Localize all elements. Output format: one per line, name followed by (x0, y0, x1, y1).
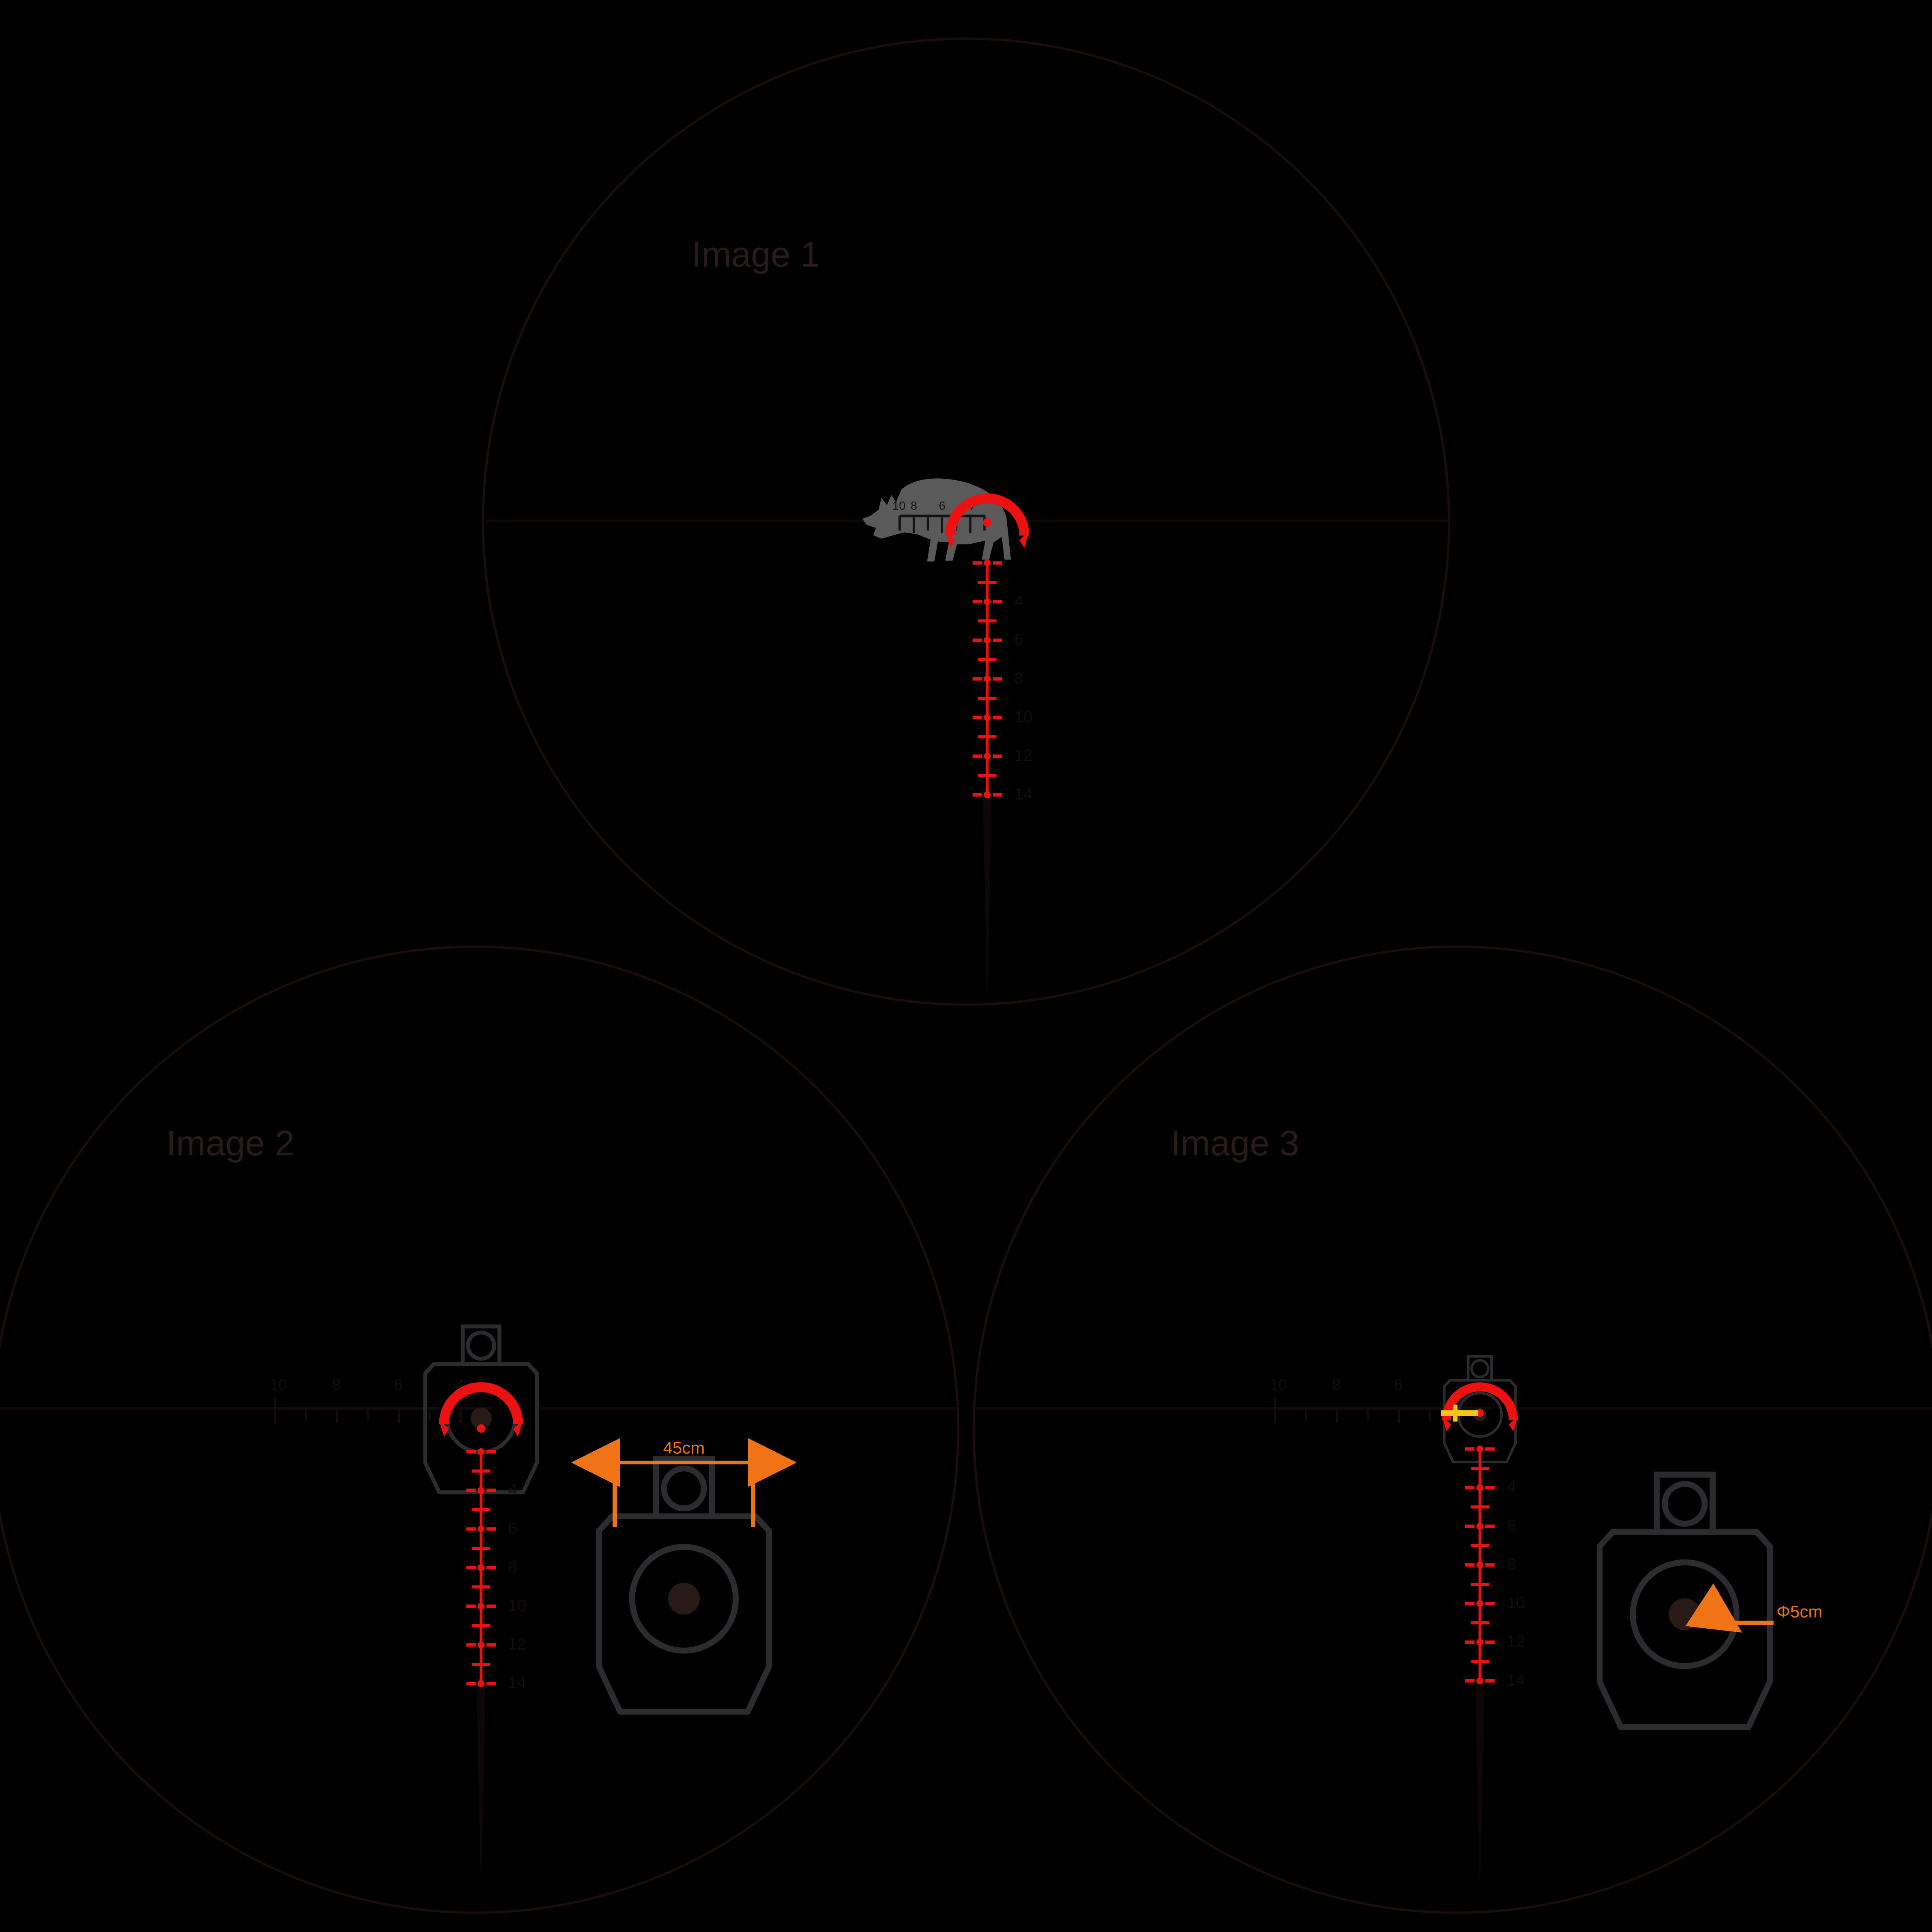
panel-label-image-2: Image 2 (166, 1124, 294, 1163)
callout-leader-line (1685, 1583, 1774, 1633)
aim-dot (983, 518, 992, 527)
boar-ruler-num-10: 10 (892, 499, 905, 512)
scope-posts (486, 519, 1448, 1005)
panel-image-1: 10 8 6 4 Image 1 (482, 37, 1450, 1006)
callout-phi5cm: Φ5cm (1685, 1583, 1822, 1633)
scope-field-ring (482, 37, 1450, 1006)
panel-label-image-1: Image 1 (692, 235, 820, 274)
scope-field-ring (0, 946, 959, 1914)
dimension-label-45cm: 45cm (663, 1439, 705, 1458)
scope-field-ring (973, 946, 1932, 1914)
panel-image-3: Φ5cm Image 3 (973, 946, 1932, 1914)
panel-label-image-3: Image 3 (1171, 1124, 1299, 1163)
reticle-panel-3 (1441, 1387, 1525, 1689)
boar-ruler-num-8: 8 (911, 499, 917, 512)
boar-ruler-num-6: 6 (939, 499, 946, 512)
panel-image-2: 45cm Image 2 (0, 946, 959, 1914)
aim-dot (477, 1424, 485, 1433)
reticle-panel-2 (439, 1387, 526, 1692)
callout-label-phi5cm: Φ5cm (1777, 1602, 1822, 1621)
dimension-45cm: 45cm (571, 1438, 797, 1527)
windage-marker-yellow (1441, 1405, 1478, 1422)
reticle-panel-1 (945, 498, 1032, 803)
